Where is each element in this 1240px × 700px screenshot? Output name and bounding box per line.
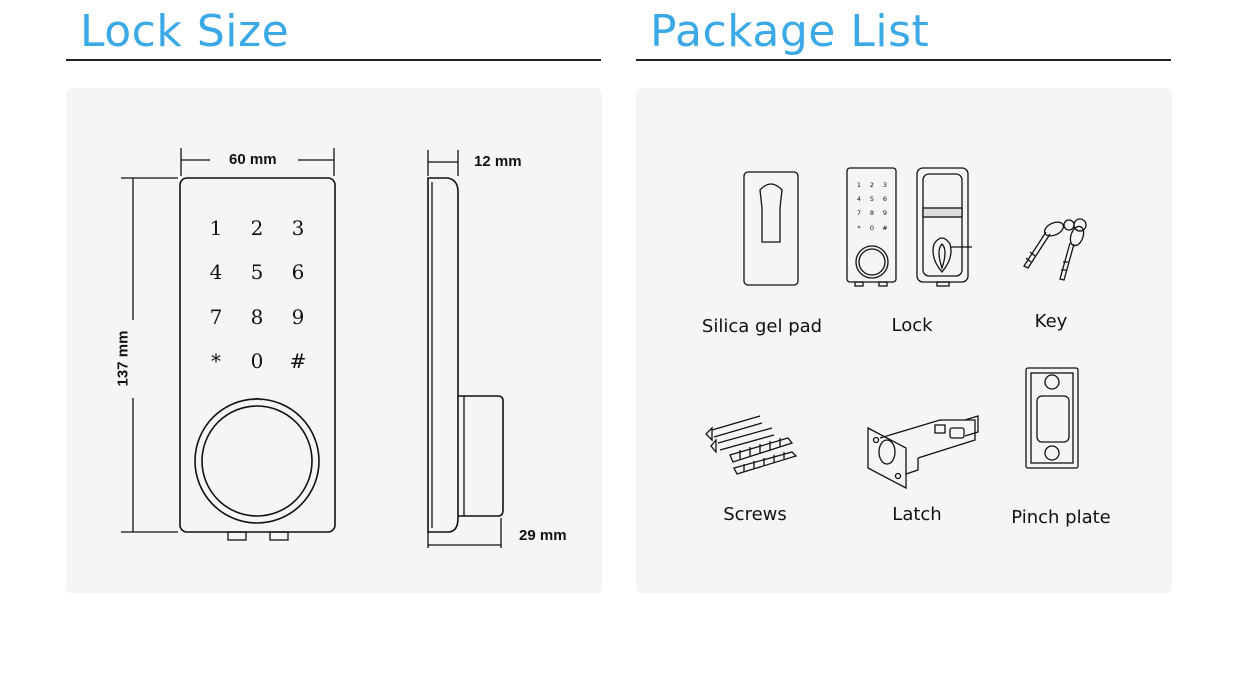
lock-icon bbox=[846, 167, 972, 287]
keypad-digit: 5 bbox=[251, 260, 264, 284]
package-list-title: Package List bbox=[650, 6, 930, 57]
svg-text:0: 0 bbox=[870, 224, 874, 232]
package-item-label: Key bbox=[1034, 311, 1068, 332]
package-item-label: Silica gel pad bbox=[701, 316, 823, 337]
package-item-label: Lock bbox=[891, 315, 933, 336]
package-list-panel bbox=[636, 88, 1172, 593]
svg-text:1: 1 bbox=[857, 181, 861, 189]
latch-icon bbox=[867, 415, 979, 490]
keypad-digit: # bbox=[290, 349, 307, 373]
package-list-divider bbox=[636, 59, 1171, 61]
lock-size-divider bbox=[66, 59, 601, 61]
svg-text:9: 9 bbox=[883, 209, 887, 217]
keypad-digit: 1 bbox=[210, 216, 223, 240]
keypad-digit: 7 bbox=[210, 305, 223, 329]
svg-text:4: 4 bbox=[857, 195, 861, 203]
svg-text:7: 7 bbox=[857, 209, 861, 217]
svg-text:*: * bbox=[857, 224, 861, 232]
keypad-digit: 6 bbox=[292, 260, 305, 284]
svg-text:6: 6 bbox=[883, 195, 887, 203]
keypad-digit: 4 bbox=[210, 260, 223, 284]
keypad-digit: 0 bbox=[251, 349, 264, 373]
lock-size-title: Lock Size bbox=[80, 6, 290, 57]
svg-text:#: # bbox=[882, 224, 887, 232]
svg-text:2: 2 bbox=[870, 181, 874, 189]
keypad-digit: * bbox=[211, 349, 221, 373]
package-item-label: Latch bbox=[892, 504, 942, 525]
screws-icon bbox=[705, 415, 798, 475]
keypad: 1 2 3 4 5 6 7 8 9 * 0 # bbox=[210, 216, 307, 373]
package-item-label: Screws bbox=[723, 504, 787, 525]
depth-top-dimension-label: 12 mm bbox=[474, 153, 522, 170]
keypad-digit: 8 bbox=[251, 305, 264, 329]
keypad-digit: 9 bbox=[292, 305, 305, 329]
depth-bottom-dimension-label: 29 mm bbox=[519, 527, 567, 544]
keypad-digit: 3 bbox=[292, 216, 305, 240]
svg-text:5: 5 bbox=[870, 195, 874, 203]
silica-gel-pad-icon bbox=[743, 171, 799, 286]
keypad-digit: 2 bbox=[251, 216, 264, 240]
width-dimension-label: 60 mm bbox=[229, 151, 277, 168]
svg-text:8: 8 bbox=[870, 209, 874, 217]
mini-keypad: 1 2 3 4 5 6 7 8 9 * 0 # bbox=[857, 181, 888, 232]
svg-text:3: 3 bbox=[883, 181, 887, 189]
key-icon bbox=[1023, 218, 1087, 281]
pinch-plate-icon bbox=[1025, 367, 1079, 469]
package-item-label: Pinch plate bbox=[1011, 507, 1111, 528]
